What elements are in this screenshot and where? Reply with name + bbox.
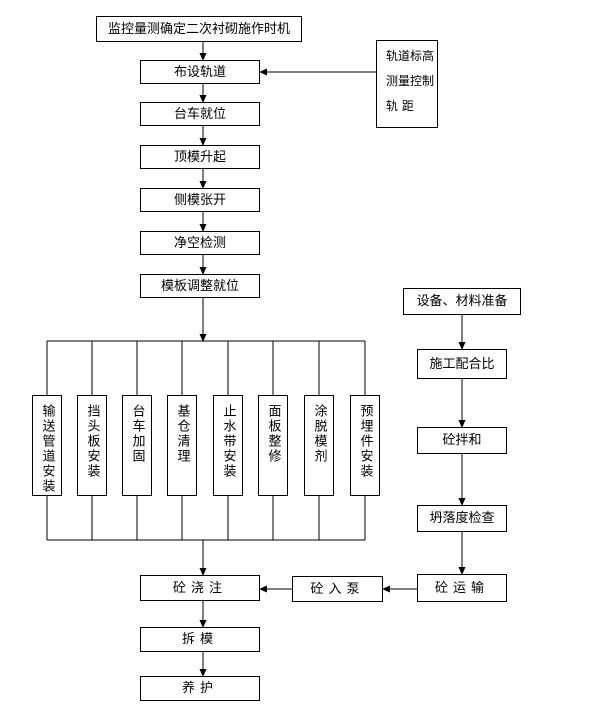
- task-label: 基仓清理: [174, 404, 190, 464]
- task-label: 输送管道安装: [39, 404, 55, 494]
- task-label: 预埋件安装: [357, 404, 373, 479]
- task-trolley-reinforce: 台车加固: [122, 395, 152, 496]
- box-clearance-check: 净空检测: [140, 231, 260, 255]
- box-mix-ratio: 施工配合比: [417, 349, 507, 379]
- task-label: 台车加固: [129, 404, 145, 464]
- box-remove-form: 拆模: [140, 627, 260, 652]
- task-pipe-install: 输送管道安装: [32, 395, 62, 496]
- box-formwork-adjust: 模板调整就位: [140, 274, 260, 298]
- box-curing: 养护: [140, 676, 260, 701]
- task-label: 挡头板安装: [84, 404, 100, 479]
- box-side-form-open: 侧模张开: [140, 188, 260, 212]
- task-label: 面板整修: [265, 404, 281, 464]
- rail-control-line: 测量控制: [386, 74, 435, 88]
- task-base-clean: 基仓清理: [167, 395, 197, 496]
- task-panel-repair: 面板整修: [258, 395, 288, 496]
- task-label: 止水带安装: [220, 404, 236, 479]
- rail-control-line: 轨 距: [386, 99, 414, 113]
- task-waterstop-install: 止水带安装: [213, 395, 243, 496]
- box-concrete-mixing: 砼拌和: [417, 427, 507, 454]
- box-slump-check: 坍落度检查: [417, 505, 507, 532]
- task-release-agent: 涂脱模剂: [304, 395, 334, 496]
- box-concrete-pour: 砼浇注: [140, 575, 260, 601]
- task-end-board-install: 挡头板安装: [77, 395, 107, 496]
- box-concrete-pump: 砼入泵: [292, 576, 383, 602]
- box-monitoring-timing: 监控量测确定二次衬砌施作时机: [96, 16, 302, 42]
- task-embedded-parts: 预埋件安装: [350, 395, 380, 496]
- box-lay-track: 布设轨道: [140, 60, 260, 84]
- task-label: 涂脱模剂: [311, 404, 327, 464]
- box-rail-control: 轨道标高 测量控制 轨 距: [376, 40, 438, 128]
- box-equipment-materials: 设备、材料准备: [403, 288, 521, 315]
- box-top-form-raise: 顶模升起: [140, 145, 260, 169]
- box-trolley-in-place: 台车就位: [140, 102, 260, 126]
- box-concrete-transport: 砼运输: [417, 574, 507, 602]
- rail-control-line: 轨道标高: [386, 49, 435, 63]
